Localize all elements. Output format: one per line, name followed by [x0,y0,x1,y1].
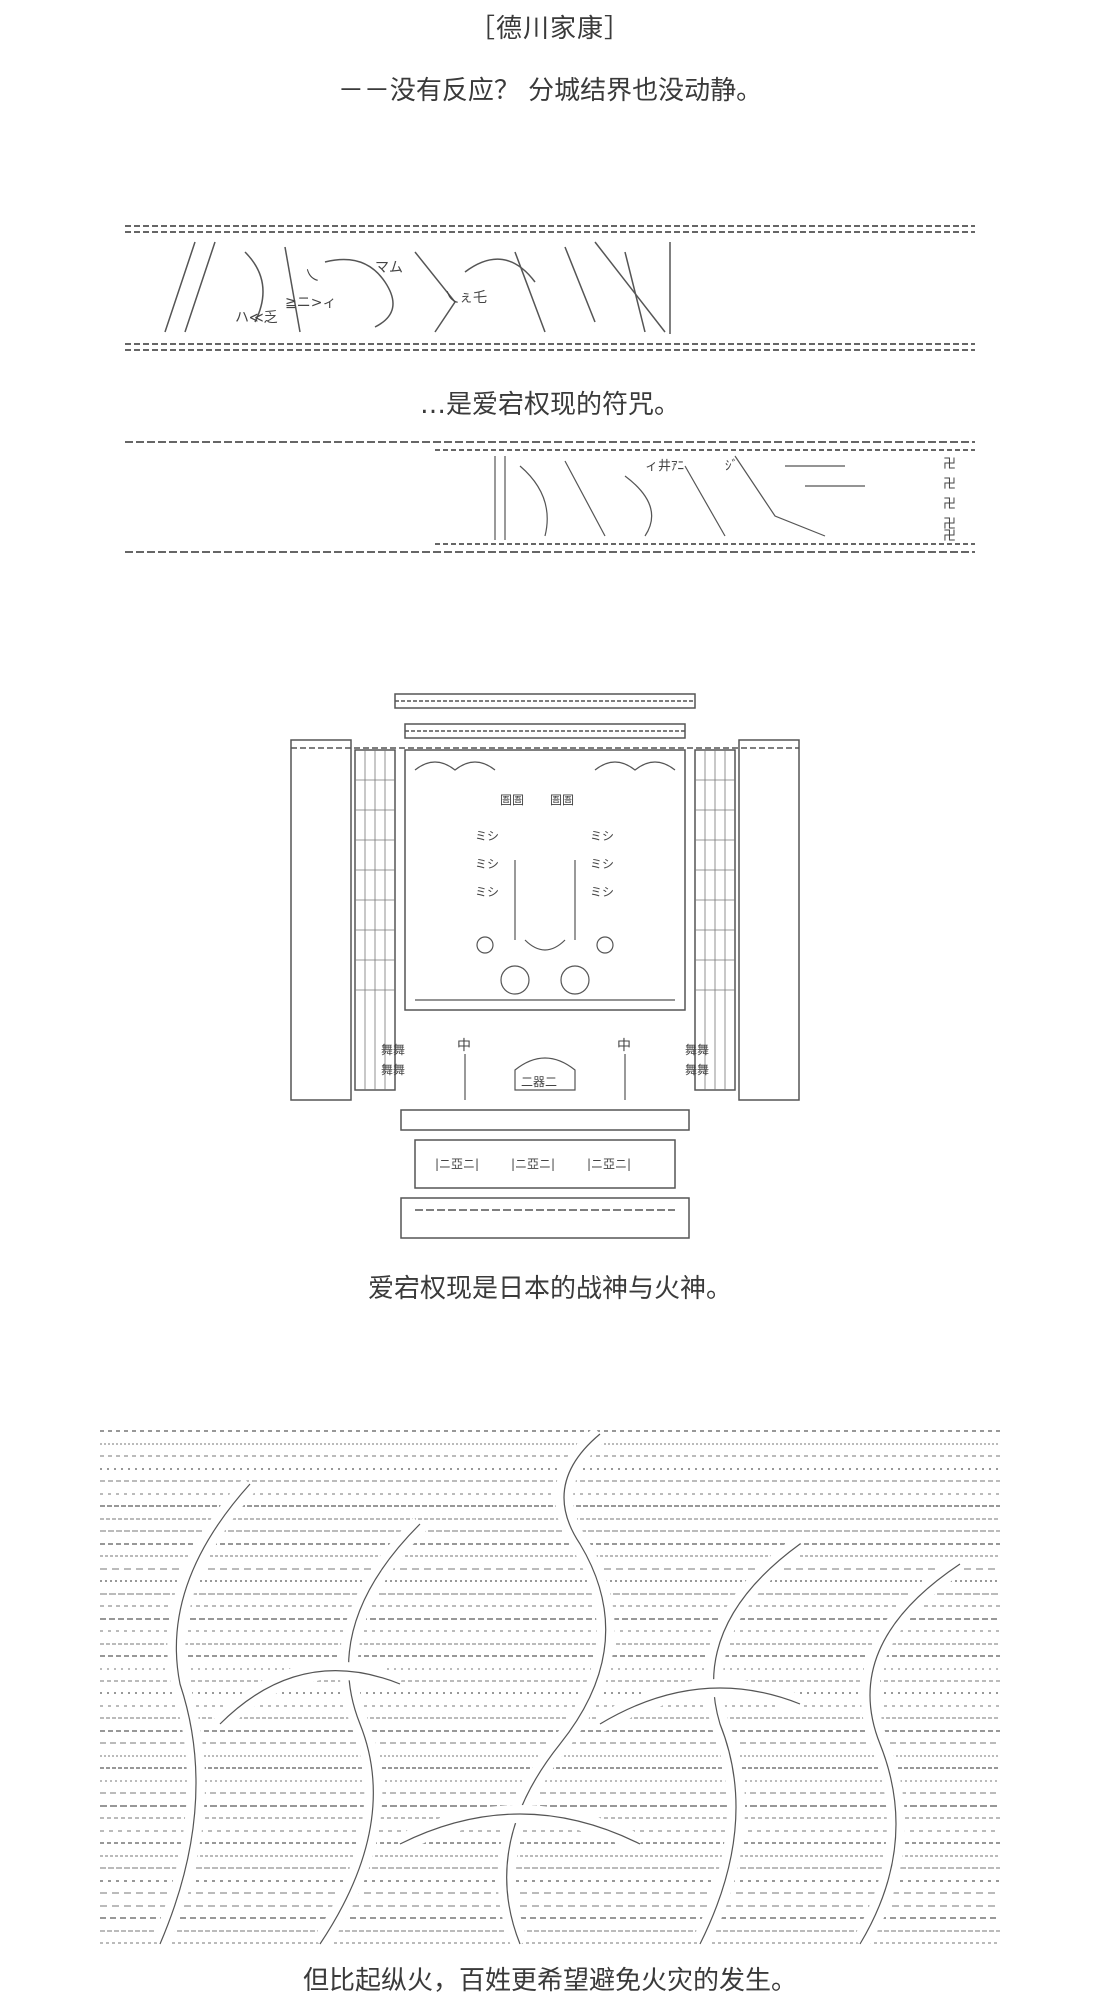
shrine-emblem-1: ミシ [475,829,499,843]
talisman-svg: 乀 マム 乀ぇ乇 ≧ニ>ィ ハ≪乏 [125,225,975,351]
fire-flame-gap [213,1661,404,1731]
shrine-emblem-6: ミシ [590,885,614,899]
fire-flame-gap [852,1556,965,1948]
shrine-center-char: 二器二 [521,1075,557,1089]
shrine-pillar-1: 中 [457,1038,471,1054]
fire-svg [100,1427,1000,1948]
fire-flame-gap [691,1536,806,1948]
seal-char-7: 卍 [943,529,956,544]
fire-flame-stroke [599,1687,801,1725]
fire-flame-stroke [699,1543,801,1945]
talisman-char-5: ハ≪乏 [235,310,278,326]
dialogue-line-1: －－没有反应？ 分城结界也没动静。 [337,76,763,106]
shrine-svg: 圄圄 圄圄 ミシ ミシ ミシ ミシ ミシ ミシ 舞舞 舞舞 舞舞 舞舞 中 中 … [290,693,800,1239]
shrine-plaque-2: 圄圄 [550,793,574,807]
seal-svg: ィ井ｱﾆ ｼﾞ 卍 卍 卍 卍 卍 [125,441,975,553]
talisman-char-3: 乀ぇ乇 [445,290,487,306]
shrine-plaque-1: 圄圄 [500,793,524,807]
speaker-name: ［德川家康］ [468,14,631,44]
shrine-panel-1: 舞舞 [381,1043,405,1057]
shrine-emblem-2: ミシ [590,829,614,843]
shrine-emblem-3: ミシ [475,857,499,871]
fire-flame-stroke [319,1523,421,1945]
shrine-base-plaque-3: |ニ亞ニ| [587,1157,631,1171]
shrine-panel-3: 舞舞 [685,1043,709,1057]
shrine-panel-4: 舞舞 [685,1063,709,1077]
dialogue-line-3: 爱宕权现是日本的战神与火神。 [367,1274,732,1304]
talisman-char-2: マム [375,260,403,276]
seal-char-6: 卍 [943,517,956,532]
seal-char-2: ｼﾞ [725,459,738,474]
shrine-pillar-2: 中 [617,1038,631,1054]
fire-flame-stroke [506,1433,607,1945]
seal-char-5: 卍 [943,497,956,512]
fire-flame-stroke [219,1670,401,1725]
talisman-ascii-art: 乀 マム 乀ぇ乇 ≧ニ>ィ ハ≪乏 [125,222,975,354]
seal-char-4: 卍 [943,477,956,492]
shrine-base-plaque-1: |ニ亞ニ| [435,1157,479,1171]
fire-ascii-art [100,1424,1000,1948]
shrine-emblem-5: ミシ [475,885,499,899]
dialogue-line-2: …是爱宕权现的符咒。 [419,390,680,420]
shrine-panel-2: 舞舞 [381,1063,405,1077]
talisman-char-4: ≧ニ>ィ [285,295,336,311]
seal-ascii-art: ィ井ｱﾆ ｼﾞ 卍 卍 卍 卍 卍 [125,436,975,558]
shrine-ascii-art: 圄圄 圄圄 ミシ ミシ ミシ ミシ ミシ ミシ 舞舞 舞舞 舞舞 舞舞 中 中 … [285,690,815,1250]
fire-flame-stroke [399,1813,641,1845]
fire-flame-stroke [159,1483,251,1945]
talisman-char-1: 乀 [305,268,319,284]
fire-flame-stroke [859,1563,961,1945]
dialogue-line-4: 但比起纵火，百姓更希望避免火灾的发生。 [302,1966,797,1996]
shrine-base-plaque-2: |ニ亞ニ| [511,1157,555,1171]
seal-char-1: ィ井ｱﾆ [645,459,684,474]
seal-char-3: 卍 [943,457,956,472]
shrine-emblem-4: ミシ [590,857,614,871]
